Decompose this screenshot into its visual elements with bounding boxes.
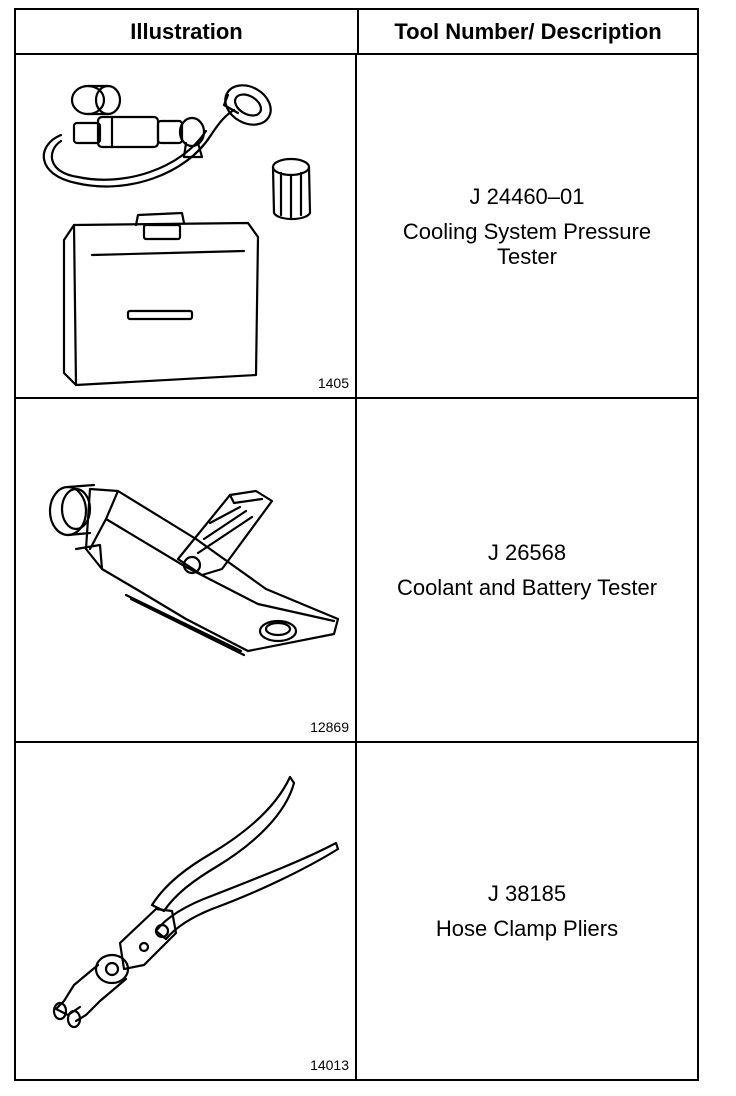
tool-number: J 24460–01 (469, 183, 585, 209)
pressure-tester-illustration: 1405 (16, 55, 357, 397)
coolant-battery-tester-illustration: 12869 (16, 399, 357, 741)
table-row: 12869 J 26568 Coolant and Battery Tester (16, 399, 697, 743)
table-header: Illustration Tool Number/ Description (16, 10, 697, 55)
header-illustration: Illustration (16, 10, 359, 53)
figure-number: 12869 (310, 719, 349, 735)
figure-number: 14013 (310, 1057, 349, 1073)
tool-number: J 26568 (487, 540, 567, 565)
hose-clamp-pliers-illustration: 14013 (16, 743, 357, 1079)
tool-description-cell: J 24460–01 Cooling System Pressure Teste… (357, 55, 697, 397)
tool-table: Illustration Tool Number/ Description (14, 8, 699, 1081)
figure-number: 1405 (317, 375, 349, 391)
tool-description-cell: J 38185 Hose Clamp Pliers (357, 743, 697, 1079)
tool-description: Hose Clamp Pliers (435, 916, 619, 941)
tool-description: Cooling System Pressure Tester (402, 218, 652, 269)
tool-number: J 38185 (487, 881, 567, 906)
tool-description-cell: J 26568 Coolant and Battery Tester (357, 399, 697, 741)
table-row: 14013 J 38185 Hose Clamp Pliers (16, 743, 697, 1079)
table-row: 1405 J 24460–01 Cooling System Pressure … (16, 55, 697, 399)
tool-description: Coolant and Battery Tester (396, 575, 658, 600)
header-tool-number: Tool Number/ Description (394, 18, 662, 44)
